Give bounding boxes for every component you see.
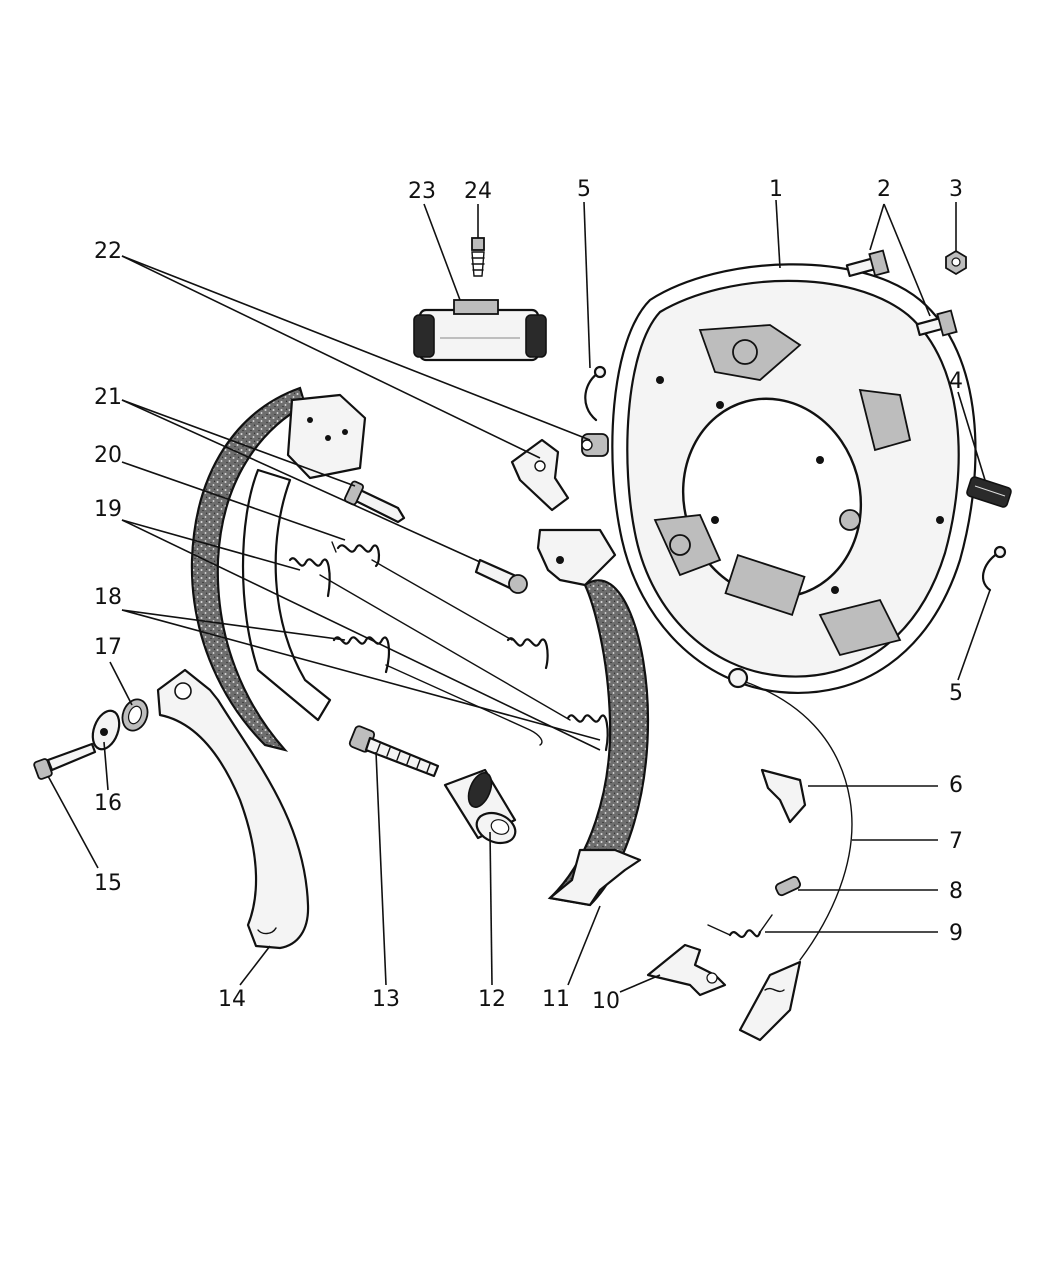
callout-6: 6 [949, 773, 963, 798]
callout-14: 14 [218, 987, 246, 1012]
callout-7: 7 [949, 829, 963, 854]
callout-18: 18 [94, 585, 122, 610]
callout-11: 11 [542, 987, 570, 1012]
adjuster-spring [332, 636, 543, 746]
callout-19: 19 [94, 497, 122, 522]
callout-12: 12 [478, 987, 506, 1012]
brake-shoe-secondary [536, 528, 650, 907]
adjuster-lever [646, 943, 727, 997]
anchor-plate [510, 438, 570, 512]
callout-labels: 1 2 3 4 5 5 6 7 8 9 10 11 12 13 14 15 16… [94, 177, 963, 1014]
callout-5-upper: 5 [577, 177, 591, 202]
bolt-upper [845, 249, 890, 278]
bolt-lower [915, 309, 958, 337]
leader-lines [47, 199, 991, 993]
callout-2: 2 [877, 177, 891, 202]
callout-15: 15 [94, 871, 122, 896]
callout-3: 3 [949, 177, 963, 202]
callout-1: 1 [769, 177, 783, 202]
callout-8: 8 [949, 879, 963, 904]
nut [945, 249, 967, 276]
plug [966, 476, 1012, 508]
callout-10: 10 [592, 989, 620, 1014]
adjuster-socket [443, 768, 517, 845]
clip-upper [584, 365, 607, 422]
callout-9: 9 [949, 921, 963, 946]
callout-20: 20 [94, 443, 122, 468]
clip-lower [981, 545, 1007, 592]
brake-shoe-primary [190, 386, 367, 752]
callout-24: 24 [464, 179, 492, 204]
anchor-bushing [581, 433, 609, 457]
callout-17: 17 [94, 635, 122, 660]
shoe-to-shoe-spring [288, 557, 609, 752]
hold-down-pin-upper [344, 480, 406, 524]
upper-return-spring [331, 541, 549, 670]
adjuster-pin [775, 875, 801, 897]
backing-plate [611, 263, 977, 694]
adjuster-screw [348, 725, 440, 778]
wheel-cylinder [413, 299, 547, 362]
callout-16: 16 [94, 791, 122, 816]
parking-brake-lever [156, 668, 310, 950]
lever-pin [33, 742, 97, 780]
callout-21: 21 [94, 385, 122, 410]
wave-washer [91, 709, 121, 751]
retaining-clip [121, 698, 149, 732]
callout-4: 4 [949, 369, 963, 394]
cable-guide [760, 768, 807, 824]
callout-13: 13 [372, 987, 400, 1012]
parking-brake-cable [727, 667, 853, 1042]
callout-5-lower: 5 [949, 681, 963, 706]
adjuster-lever-spring [707, 914, 773, 939]
callout-23: 23 [408, 179, 436, 204]
hold-down-pin-lower [474, 558, 528, 594]
callout-22: 22 [94, 239, 122, 264]
bleeder-screw [471, 237, 485, 277]
